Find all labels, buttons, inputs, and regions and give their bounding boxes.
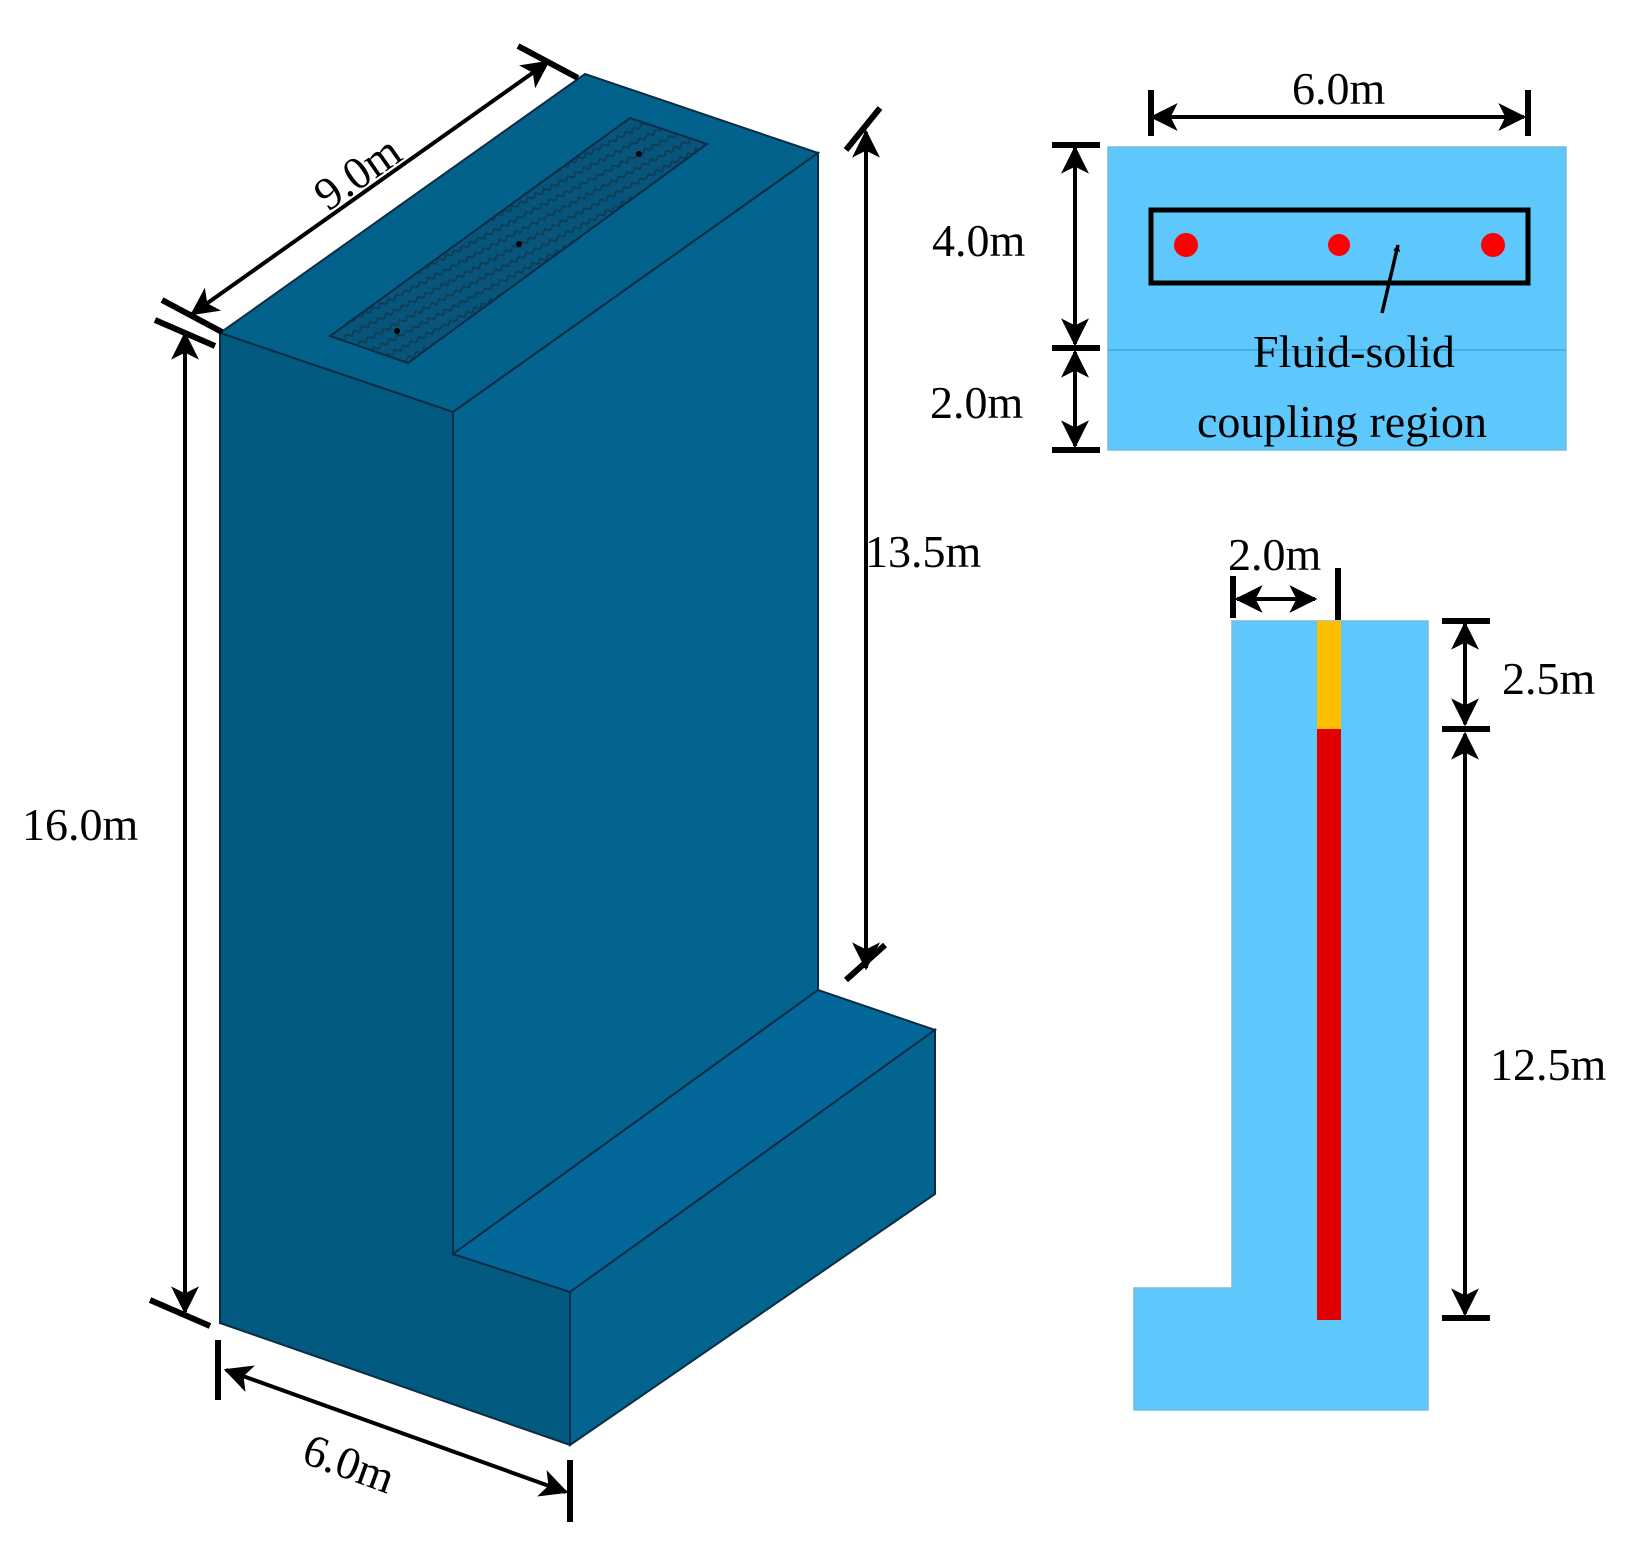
dim-label-section-width: 2.0m <box>1228 529 1322 580</box>
coupling-region-box <box>1148 207 1531 286</box>
coupling-label-line1: Fluid-solid <box>1253 326 1455 377</box>
plan-view: Fluid-solid coupling region 6.0m 4.0m 2.… <box>930 63 1567 453</box>
coupling-pointer-arrow <box>1380 244 1400 314</box>
top-patch-dot <box>516 241 522 247</box>
section-red-zone <box>1317 729 1341 1320</box>
base-right-face <box>569 1028 936 1447</box>
dim-label-base-length: 6.0m <box>297 1423 402 1503</box>
dim-label-section-red: 12.5m <box>1490 1039 1607 1090</box>
dim-label-width-top: 9.0m <box>304 125 410 220</box>
top-patch-dot <box>636 151 642 157</box>
isometric-wall-model: 9.0m 16.0m 13.5m 6.0m <box>22 43 982 1522</box>
dim-label-height-total: 16.0m <box>22 799 139 850</box>
coupling-point-middle <box>1328 234 1350 256</box>
dim-label-height-wall: 13.5m <box>865 526 982 577</box>
section-shape <box>1133 620 1429 1411</box>
dim-label-plan-upper: 4.0m <box>932 215 1026 266</box>
dim-label-plan-lower: 2.0m <box>930 377 1024 428</box>
dim-label-section-yellow: 2.5m <box>1502 653 1596 704</box>
top-patch-dot <box>394 328 400 334</box>
section-yellow-zone <box>1317 621 1341 729</box>
coupling-point-left <box>1174 233 1198 257</box>
coupling-label-line2: coupling region <box>1197 396 1487 447</box>
dim-label-plan-width: 6.0m <box>1292 63 1386 114</box>
section-view: 2.0m 2.5m 12.5m <box>1133 529 1607 1411</box>
coupling-point-right <box>1481 233 1505 257</box>
plan-rect <box>1107 146 1567 451</box>
